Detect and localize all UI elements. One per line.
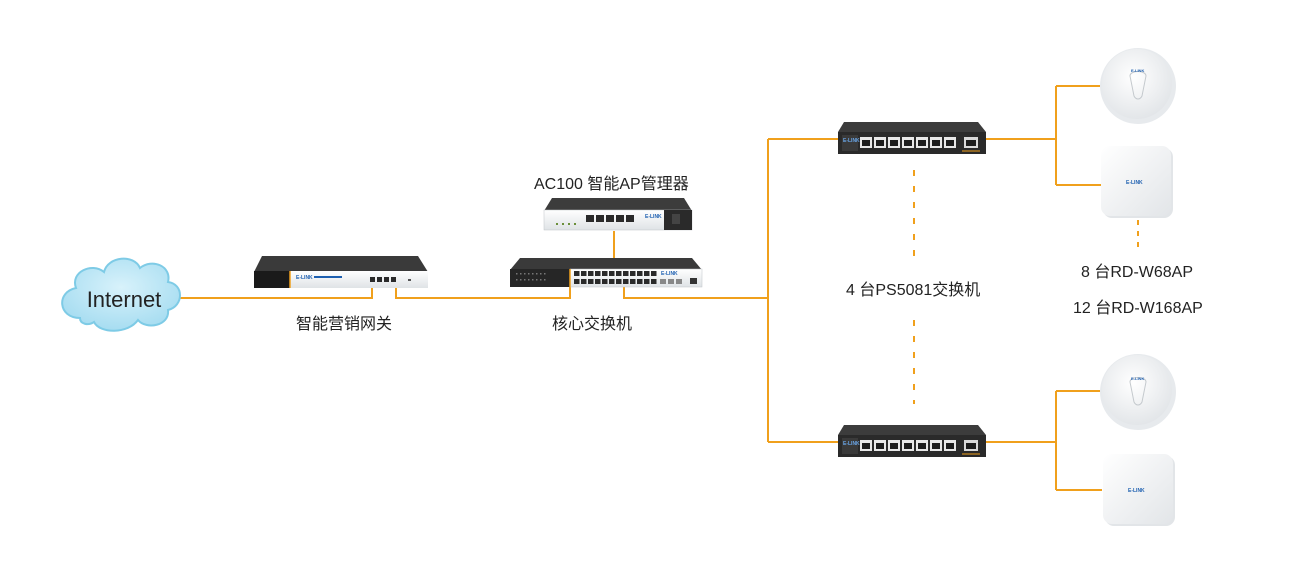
dashed-continuation-lines	[913, 170, 1139, 404]
core-switch-icon: E-LINK	[510, 258, 703, 288]
svg-text:E-LINK: E-LINK	[1131, 376, 1144, 381]
svg-text:E-LINK: E-LINK	[843, 441, 860, 447]
ap-controller-icon: E-LINK	[543, 198, 693, 231]
svg-text:E-LINK: E-LINK	[843, 138, 860, 144]
access-points-label-line1: 8 台RD-W68AP	[1081, 264, 1194, 281]
link-switch-top-to-aps	[986, 85, 1102, 186]
network-links	[176, 85, 1102, 491]
svg-text:E-LINK: E-LINK	[296, 275, 313, 281]
svg-text:E-LINK: E-LINK	[1128, 488, 1145, 494]
internet-label: Internet	[87, 287, 162, 312]
svg-text:E-LINK: E-LINK	[1131, 68, 1144, 73]
access-points-label-line2: 12 台RD-W168AP	[1073, 300, 1203, 317]
internet-cloud-icon	[61, 257, 181, 332]
link-switch-bottom-to-aps	[986, 390, 1102, 491]
svg-text:E-LINK: E-LINK	[1126, 180, 1143, 186]
link-core-trunk	[623, 284, 768, 299]
svg-text:E-LINK: E-LINK	[645, 214, 662, 220]
square-ceiling-ap-bottom-icon: E-LINK	[1103, 454, 1175, 526]
round-ceiling-ap-top-icon: E-LINK	[1100, 48, 1176, 124]
round-ceiling-ap-bottom-icon: E-LINK	[1100, 354, 1176, 430]
square-ceiling-ap-top-icon: E-LINK	[1101, 146, 1173, 218]
gateway-router-icon: E-LINK	[254, 256, 428, 288]
gateway-label: 智能营销网关	[296, 316, 393, 333]
ac-controller-label: AC100 智能AP管理器	[534, 176, 689, 193]
poe-switch-bottom-icon: E-LINK	[838, 425, 986, 457]
core-switch-label: 核心交换机	[552, 316, 633, 333]
access-switches-label: 4 台PS5081交换机	[846, 282, 981, 299]
link-gateway-core	[395, 284, 571, 299]
link-internet-gateway	[176, 284, 373, 299]
poe-switch-top-icon: E-LINK	[838, 122, 986, 154]
svg-text:E-LINK: E-LINK	[661, 271, 678, 277]
